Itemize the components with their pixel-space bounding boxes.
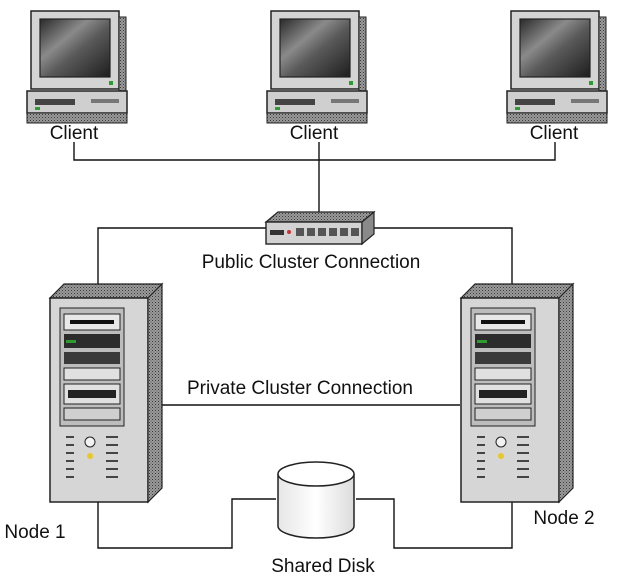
- client-3-label: Client: [530, 123, 579, 144]
- switch-to-node-2-line: [372, 227, 513, 286]
- client-2: Client: [266, 10, 368, 144]
- disk-cylinder-icon: [277, 461, 355, 539]
- node-1: Node 1: [4, 283, 163, 543]
- network-hub-icon: [264, 210, 376, 246]
- desktop-computer-icon: [26, 10, 128, 124]
- node-1-to-disk-line: [97, 498, 276, 549]
- network-hub: Public Cluster Connection: [202, 210, 421, 273]
- tower-server-icon: [49, 283, 163, 503]
- client-2-label: Client: [290, 123, 339, 144]
- client-3: Client: [506, 10, 608, 144]
- shared-disk-label: Shared Disk: [271, 556, 375, 577]
- node-2: Node 2: [460, 283, 595, 529]
- node-1-label: Node 1: [4, 522, 65, 543]
- shared-disk: Shared Disk: [271, 461, 375, 577]
- client-bus-line: [73, 142, 556, 161]
- client-1-label: Client: [50, 123, 99, 144]
- desktop-computer-icon: [266, 10, 368, 124]
- private-cluster-connection-label: Private Cluster Connection: [187, 378, 413, 399]
- node-2-to-disk-line: [356, 498, 513, 549]
- client-1: Client: [26, 10, 128, 144]
- switch-to-node-1-line: [97, 227, 266, 290]
- tower-server-icon: [460, 283, 574, 503]
- public-cluster-connection-label: Public Cluster Connection: [202, 252, 421, 273]
- connection-lines: [73, 142, 556, 549]
- node-2-label: Node 2: [533, 508, 594, 529]
- desktop-computer-icon: [506, 10, 608, 124]
